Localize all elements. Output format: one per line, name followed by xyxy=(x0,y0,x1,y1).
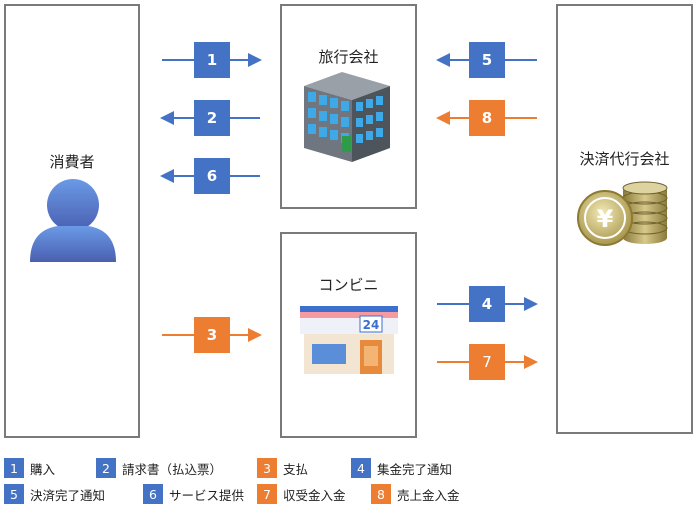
convenience-store-label: コンビニ xyxy=(318,276,379,294)
legend-num: 7 xyxy=(257,484,277,504)
legend-label: 売上金入金 xyxy=(397,487,460,503)
convenience-store-icon: 24 xyxy=(300,306,398,374)
legend-item-1: 1 購入 xyxy=(4,458,55,478)
legend-num: 3 xyxy=(257,458,277,478)
legend-label: 支払 xyxy=(283,461,309,477)
office-building-icon xyxy=(304,72,390,162)
legend-num: 1 xyxy=(4,458,24,478)
arrow-1-head xyxy=(248,53,262,67)
arrow-2-head xyxy=(160,111,174,125)
legend-label: 請求書（払込票） xyxy=(122,461,223,477)
step-badge-2: 2 xyxy=(194,100,230,136)
legend-num: 5 xyxy=(4,484,24,504)
step-badge-8: 8 xyxy=(469,100,505,136)
arrow-5-head xyxy=(436,53,450,67)
step-badge-5: 5 xyxy=(469,42,505,78)
person-icon xyxy=(30,179,116,262)
legend-item-2: 2 請求書（払込票） xyxy=(96,458,222,478)
legend-label: 収受金入金 xyxy=(283,487,346,503)
arrow-6-head xyxy=(160,169,174,183)
legend-item-8: 8 売上金入金 xyxy=(371,484,460,504)
step-badge-7: 7 xyxy=(469,344,505,380)
legend-label: サービス提供 xyxy=(169,487,245,503)
legend-num: 2 xyxy=(96,458,116,478)
legend-label: 決済完了通知 xyxy=(30,487,106,503)
step-badge-3: 3 xyxy=(194,317,230,353)
legend-num: 6 xyxy=(143,484,163,504)
arrow-7-head xyxy=(524,355,538,369)
arrow-3-head xyxy=(248,328,262,342)
legend-item-5: 5 決済完了通知 xyxy=(4,484,105,504)
legend-label: 購入 xyxy=(30,461,56,477)
yen-symbol: ¥ xyxy=(597,205,614,233)
payment-agent-label: 決済代行会社 xyxy=(579,150,670,168)
legend-num: 8 xyxy=(371,484,391,504)
step-badge-4: 4 xyxy=(469,286,505,322)
legend-label: 集金完了通知 xyxy=(377,461,453,477)
store-sign-text: 24 xyxy=(363,318,380,332)
step-badge-6: 6 xyxy=(194,158,230,194)
arrow-8-head xyxy=(436,111,450,125)
legend-item-6: 6 サービス提供 xyxy=(143,484,244,504)
travel-agency-label: 旅行会社 xyxy=(318,48,379,66)
arrow-4-head xyxy=(524,297,538,311)
legend-item-3: 3 支払 xyxy=(257,458,308,478)
legend-item-7: 7 収受金入金 xyxy=(257,484,346,504)
travel-agency-box: 旅行会社 xyxy=(280,4,417,209)
step-badge-1: 1 xyxy=(194,42,230,78)
yen-coins-icon: ¥ xyxy=(577,181,668,246)
legend-num: 4 xyxy=(351,458,371,478)
consumer-label: 消費者 xyxy=(49,153,95,171)
legend-item-4: 4 集金完了通知 xyxy=(351,458,452,478)
